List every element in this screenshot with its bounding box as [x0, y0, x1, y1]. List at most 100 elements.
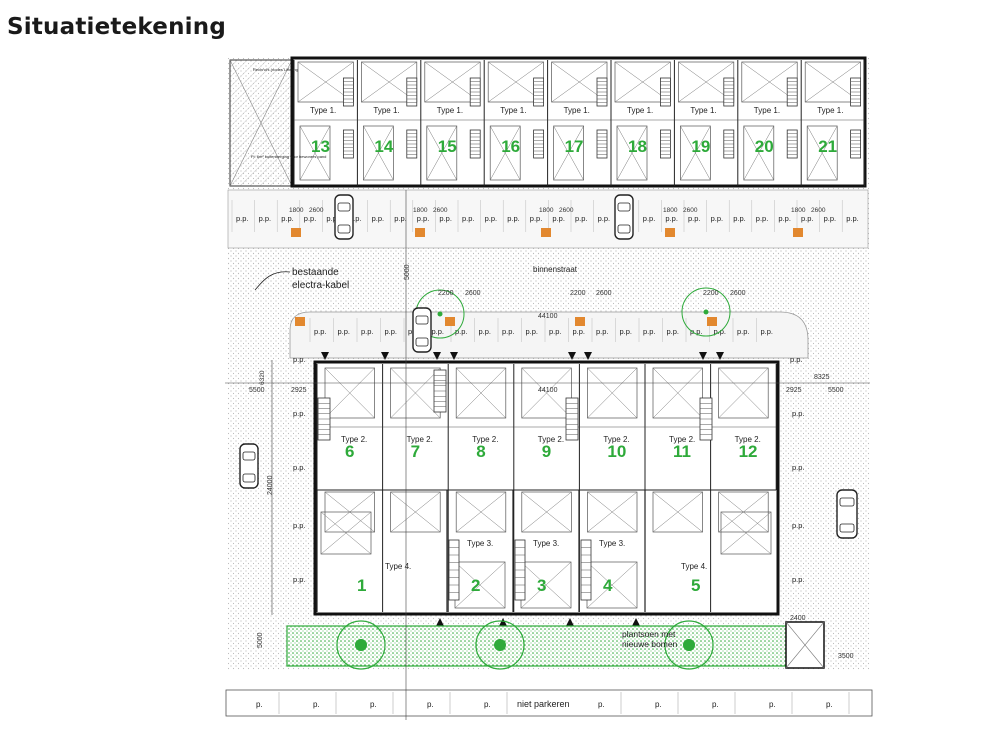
car: [239, 443, 259, 489]
parking-spot-label: p.p.: [737, 327, 750, 336]
orange-marker: [707, 317, 717, 326]
top-unit-room: [806, 125, 838, 181]
road-spot-label: p.: [598, 700, 605, 709]
parking-spot-label: p.p.: [281, 214, 294, 223]
bottom-unit-type: Type 3.: [599, 539, 625, 548]
top-unit-type: Type 1.: [437, 106, 463, 115]
bottom-unit-room: [320, 511, 372, 555]
dim-1800: 1800: [791, 207, 806, 214]
mid-unit-type: Type 2.: [472, 435, 498, 444]
parking-spot-label: p.p.: [530, 214, 543, 223]
parking-spot-label: p.p.: [665, 214, 678, 223]
parking-spot-label: p.p.: [778, 214, 791, 223]
top-unit-type: Type 1.: [690, 106, 716, 115]
side-spot-label: p.p.: [293, 409, 306, 418]
mid-unit-type: Type 2.: [603, 435, 629, 444]
parking-spot-label: p.p.: [432, 327, 445, 336]
mid-unit-type: Type 2.: [669, 435, 695, 444]
parking-spot-label: p.p.: [824, 214, 837, 223]
parking-spot-label: p.p.: [690, 327, 703, 336]
tree-outline: [475, 620, 525, 670]
binnenstraat-area: [228, 250, 868, 298]
dim-2600-a: 2600: [465, 290, 481, 297]
mid-unit-void: [652, 367, 703, 419]
entrance-marker: [716, 352, 724, 360]
bottom-unit-number: 4: [603, 576, 613, 595]
tree-outline: [681, 287, 731, 337]
corner-note-top: Rechnd's (nodes Liftering: [253, 67, 298, 72]
parking-spot-label: p.p.: [259, 214, 272, 223]
bottom-unit-number: 1: [357, 576, 366, 595]
mid-unit-number: 7: [411, 442, 420, 461]
entrance-marker: [568, 352, 576, 360]
mid-unit-type: Type 2.: [407, 435, 433, 444]
parking-spot-label: p.p.: [385, 327, 398, 336]
road-spot-label: p.: [712, 700, 719, 709]
top-unit-number: 18: [628, 137, 647, 156]
parking-spot-label: p.p.: [455, 327, 468, 336]
page-title: Situatietekening: [7, 14, 226, 40]
mid-unit-void: [324, 367, 375, 419]
car: [614, 194, 634, 240]
dim-1800: 1800: [413, 207, 428, 214]
mid-unit-room: [521, 491, 572, 533]
dim-2600: 2600: [559, 207, 574, 214]
road-spot-label: p.: [427, 700, 434, 709]
dim-5000-center: 5000: [404, 264, 411, 280]
top-unit-type: Type 1.: [373, 106, 399, 115]
mid-unit-void: [455, 367, 507, 419]
orange-marker: [291, 228, 301, 237]
dim-width-top: 44100: [538, 313, 558, 320]
parking-spot-label: p.p.: [439, 214, 452, 223]
car: [334, 194, 354, 240]
entrance-marker: [699, 352, 707, 360]
side-spot-label: p.p.: [792, 463, 805, 472]
dim-5500-left: 5500: [249, 387, 265, 394]
entrance-marker: [436, 618, 444, 626]
top-unit-room: [743, 125, 775, 181]
entrance-marker: [499, 618, 507, 626]
bottom-unit-type: Type 3.: [467, 539, 493, 548]
tree-center: [703, 309, 709, 315]
bottom-unit-type: Type 3.: [533, 539, 559, 548]
parking-spot-label: p.p.: [643, 327, 656, 336]
mid-unit-room: [455, 491, 507, 533]
parking-spot-label: p.p.: [620, 327, 633, 336]
mid-unit-number: 9: [542, 442, 551, 461]
mid-unit-void: [587, 367, 638, 419]
entrance-marker: [450, 352, 458, 360]
side-spot-label: p.p.: [293, 521, 306, 530]
road-spot-label: p.: [826, 700, 833, 709]
parking-spot-label: p.p.: [394, 214, 407, 223]
dim-2200-a: 2200: [438, 290, 454, 297]
parking-spot-label: p.p.: [598, 214, 611, 223]
parking-spot-label: p.p.: [507, 214, 520, 223]
parking-spot-label: p.p.: [761, 327, 774, 336]
entrance-marker: [632, 618, 640, 626]
bottom-unit-room: [720, 511, 772, 555]
parking-spot-label: p.p.: [349, 214, 362, 223]
parking-spot-label: p.p.: [485, 214, 498, 223]
dim-2400: 2400: [790, 615, 806, 622]
parking-spot-label: p.p.: [801, 214, 814, 223]
dim-5000-left: 5000: [257, 632, 264, 648]
parking-spot-label: p.p.: [688, 214, 701, 223]
dim-1800: 1800: [539, 207, 554, 214]
orange-marker: [541, 228, 551, 237]
side-spot-label: p.p.: [293, 463, 306, 472]
parking-spot-label: p.p.: [236, 214, 249, 223]
mid-unit-number: 6: [345, 442, 354, 461]
dim-24000: 24000: [267, 475, 274, 495]
road-spot-label: p.: [313, 700, 320, 709]
bottom-unit-type: Type 4.: [385, 562, 411, 571]
dim-2925-right: 2925: [786, 387, 802, 394]
top-unit-type: Type 1.: [310, 106, 336, 115]
road-spot-label: p.: [655, 700, 662, 709]
dim-2600-b: 2600: [596, 290, 612, 297]
dim-2600: 2600: [433, 207, 448, 214]
side-spot-label: p.p.: [792, 575, 805, 584]
mid-unit-room: [652, 491, 703, 533]
parking-spot-label: p.p.: [314, 327, 327, 336]
tree-center: [683, 639, 695, 651]
bottom-unit-type: Type 4.: [681, 562, 707, 571]
